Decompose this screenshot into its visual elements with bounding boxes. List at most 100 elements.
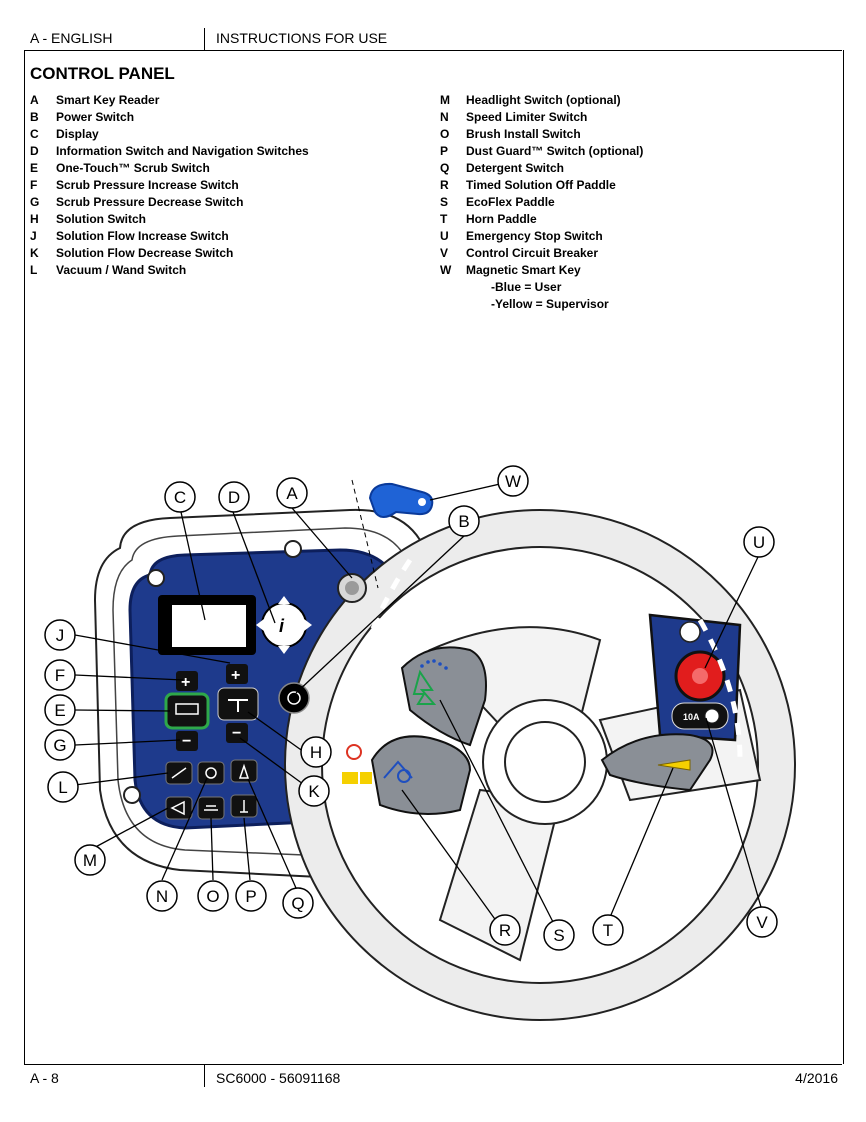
breaker-reset-icon [704, 708, 720, 724]
horn-icon [657, 759, 691, 771]
page-header: A - ENGLISH INSTRUCTIONS FOR USE [24, 28, 842, 51]
revision-date: 4/2016 [795, 1070, 838, 1086]
dust-guard-icon [240, 800, 248, 813]
svg-text:C: C [174, 488, 186, 507]
solution-flow-decrease-button[interactable] [226, 723, 248, 743]
legend-key: F [30, 178, 38, 192]
legend-label: EcoFlex Paddle [466, 195, 555, 209]
callout-v: V [746, 906, 778, 938]
legend-key: S [440, 195, 449, 209]
detergent-button[interactable] [230, 759, 258, 783]
speed-limiter-button[interactable] [197, 761, 225, 785]
callout-leaders [74, 480, 762, 923]
prohibited-icon [346, 744, 362, 760]
document-title: INSTRUCTIONS FOR USE [216, 30, 388, 46]
legend-label: Timed Solution Off Paddle [466, 178, 616, 192]
callout-o: O [197, 880, 229, 912]
timed-solution-off-paddle[interactable] [370, 735, 472, 815]
ecoflex-dot [426, 660, 430, 664]
solution-flow-increase-button[interactable] [226, 664, 248, 684]
svg-text:J: J [56, 626, 65, 645]
legend-label: Solution Switch [56, 212, 146, 226]
nav-left-icon[interactable] [256, 619, 264, 631]
callout-q: Q [282, 887, 314, 919]
screw-icon [123, 786, 141, 804]
callout-j: J [44, 619, 76, 651]
breaker-rating: 10A [683, 712, 700, 722]
legend-label: Dust Guard™ Switch (optional) [466, 144, 644, 158]
legend-label: Speed Limiter Switch [466, 110, 588, 124]
callout-c: C [164, 481, 196, 513]
legend-item: O Brush Install Switch [440, 126, 643, 143]
legend-label: One-Touch™ Scrub Switch [56, 161, 210, 175]
callout-g: G [44, 729, 76, 761]
circuit-breaker[interactable] [671, 702, 729, 730]
callout-u: U [743, 526, 775, 558]
callout-b: B [448, 505, 480, 537]
nav-down-icon[interactable] [278, 646, 290, 654]
legend-item: S EcoFlex Paddle [440, 194, 643, 211]
plus-icon: + [181, 674, 190, 691]
callout-s: S [543, 919, 575, 951]
callout-a: A [276, 477, 308, 509]
legend-label: Brush Install Switch [466, 127, 581, 141]
callout-d: D [218, 481, 250, 513]
svg-text:U: U [753, 533, 765, 552]
power-icon [287, 691, 301, 705]
navigation-pad[interactable]: i [256, 596, 312, 654]
svg-text:H: H [310, 743, 322, 762]
horn-paddle[interactable] [600, 733, 714, 792]
scrub-pressure-increase-button[interactable] [176, 671, 198, 691]
smart-key-reader-center [345, 581, 359, 595]
scrub-icon [175, 703, 199, 715]
page-footer: A - 8 SC6000 - 56091168 4/2016 [24, 1064, 842, 1087]
scrub-pressure-decrease-button[interactable] [176, 731, 198, 751]
nav-right-icon[interactable] [304, 619, 312, 631]
legend-label: Horn Paddle [466, 212, 537, 226]
headlight-button[interactable] [165, 796, 193, 820]
warning-label [360, 772, 372, 784]
minus-icon: − [232, 725, 241, 742]
callout-k: K [298, 775, 330, 807]
plus-icon: + [231, 667, 240, 684]
solution-icon [228, 699, 248, 712]
svg-text:G: G [53, 736, 66, 755]
legend-label: Detergent Switch [466, 161, 565, 175]
legend-label: Information Switch and Navigation Switch… [56, 144, 309, 158]
callout-e: E [44, 694, 76, 726]
one-touch-scrub-button[interactable] [164, 692, 210, 730]
power-button[interactable] [278, 682, 310, 714]
estop-indicator [679, 621, 701, 643]
legend-label: Control Circuit Breaker [466, 246, 599, 260]
legend-label: Magnetic Smart Key [466, 263, 581, 277]
svg-text:O: O [206, 887, 219, 906]
display-screen [172, 605, 246, 647]
magnetic-smart-key[interactable] [368, 482, 434, 518]
legend-key: O [440, 127, 450, 141]
legend-key: G [30, 195, 40, 209]
nav-up-icon[interactable] [278, 596, 290, 604]
legend-label: Power Switch [56, 110, 135, 124]
legend-key: W [440, 263, 452, 277]
footer-divider [204, 1065, 205, 1087]
svg-text:N: N [156, 887, 168, 906]
ecoflex-icon [412, 669, 437, 705]
brush-install-button[interactable] [197, 796, 225, 820]
legend-key: B [30, 110, 39, 124]
ecoflex-paddle[interactable] [400, 646, 487, 747]
